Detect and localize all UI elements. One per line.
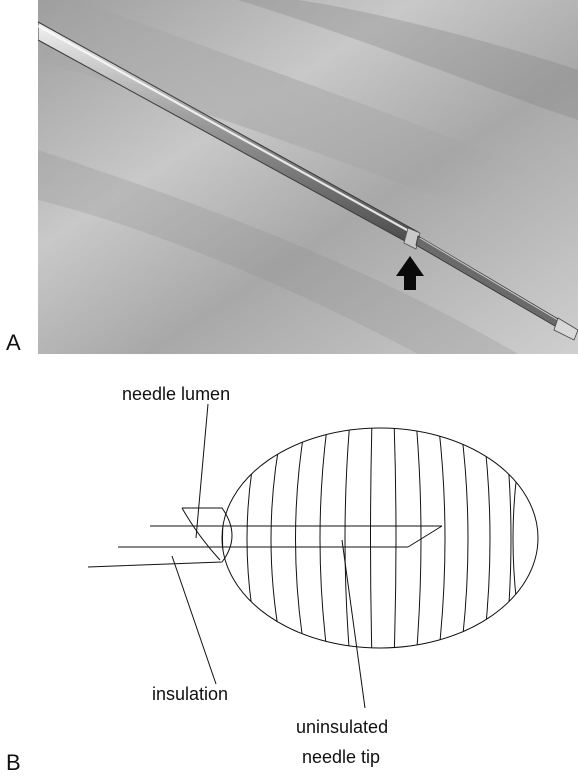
insulation-label: insulation [152,684,228,704]
needle-lumen-label: needle lumen [122,384,230,404]
uninsulated-label: uninsulated [296,717,388,737]
leader-insulation [172,556,216,684]
needle-photograph [38,0,578,354]
field-lines [223,420,527,660]
panel-a-label: A [6,332,21,354]
leader-needle-tip [342,540,365,708]
leader-needle-lumen [196,404,208,538]
needle-schematic: needle lumen insulation uninsulated need… [0,360,578,777]
insulation-sleeve [88,508,232,567]
needle-tip-label: needle tip [302,747,380,767]
needle-shaft [118,526,442,547]
field-ellipse [222,428,538,648]
